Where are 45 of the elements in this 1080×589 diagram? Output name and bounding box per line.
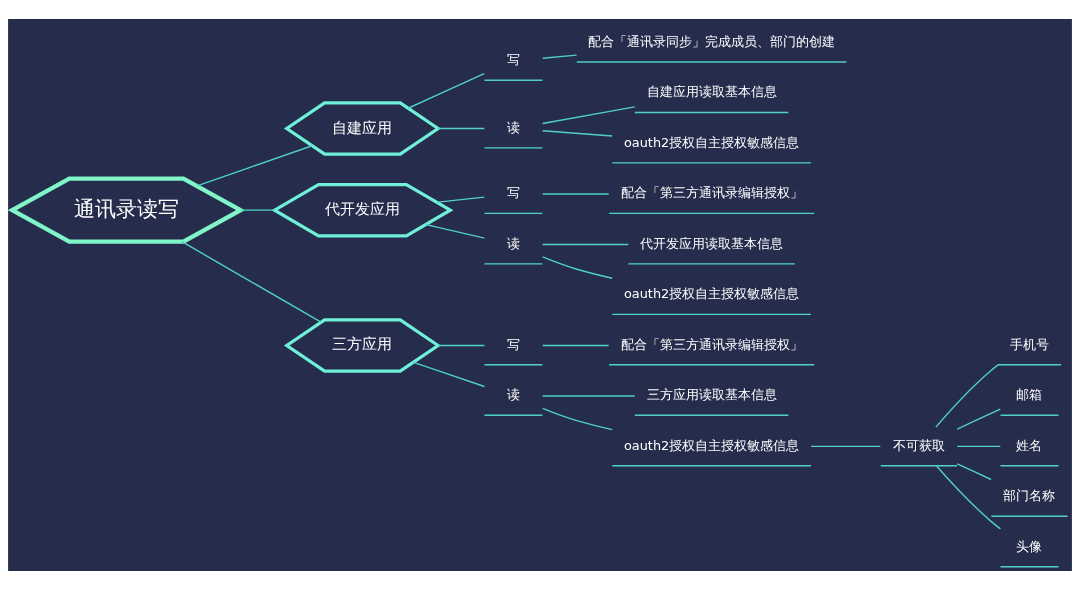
connector (935, 464, 1002, 530)
node-text: 读 (506, 119, 520, 135)
connector (437, 127, 486, 129)
node-text: 代开发应用读取基本信息 (640, 235, 784, 251)
connector (425, 223, 486, 239)
node-text: 读 (506, 235, 520, 251)
connector (541, 129, 613, 137)
node-text: oauth2授权自主授权敏感信息 (623, 134, 800, 150)
connector (239, 208, 276, 211)
node-text: 手机号 (1009, 336, 1049, 352)
node-text: oauth2授权自主授权敏感信息 (623, 285, 800, 301)
connector (541, 105, 636, 124)
node-text: 三方应用读取基本信息 (646, 386, 777, 402)
connector (935, 363, 999, 428)
node-text: 配合「通讯录同步」完成成员、部门的创建 (588, 33, 836, 49)
node-text: oauth2授权自主授权敏感信息 (623, 437, 800, 453)
node-text: 部门名称 (1003, 487, 1056, 503)
node-text: 邮箱 (1016, 386, 1043, 402)
connector (956, 445, 1001, 447)
node-text: 自建应用读取基本信息 (646, 83, 777, 99)
node-text: 配合「第三方通讯录编辑授权」 (620, 184, 803, 200)
connector (541, 344, 610, 346)
node-text: 不可获取 (892, 437, 945, 453)
node-text: 配合「第三方通讯录编辑授权」 (620, 336, 803, 352)
connector (196, 144, 313, 187)
connector (541, 394, 636, 397)
connector (181, 240, 322, 323)
connector (810, 445, 881, 447)
node-text: 写 (506, 184, 520, 200)
node-text: 姓名 (1016, 437, 1043, 453)
connector (956, 462, 992, 480)
node-text: 写 (506, 51, 520, 67)
connector (956, 407, 1001, 430)
connector (541, 53, 578, 59)
node-text: 读 (506, 386, 520, 402)
connector (541, 255, 613, 279)
connector (541, 407, 613, 430)
connector (437, 344, 486, 346)
node-text: 写 (506, 336, 520, 352)
connector (436, 195, 486, 203)
connector (412, 361, 486, 387)
connector (407, 72, 485, 109)
connector (541, 192, 610, 195)
node-text: 头像 (1016, 538, 1043, 554)
connector (541, 243, 629, 245)
